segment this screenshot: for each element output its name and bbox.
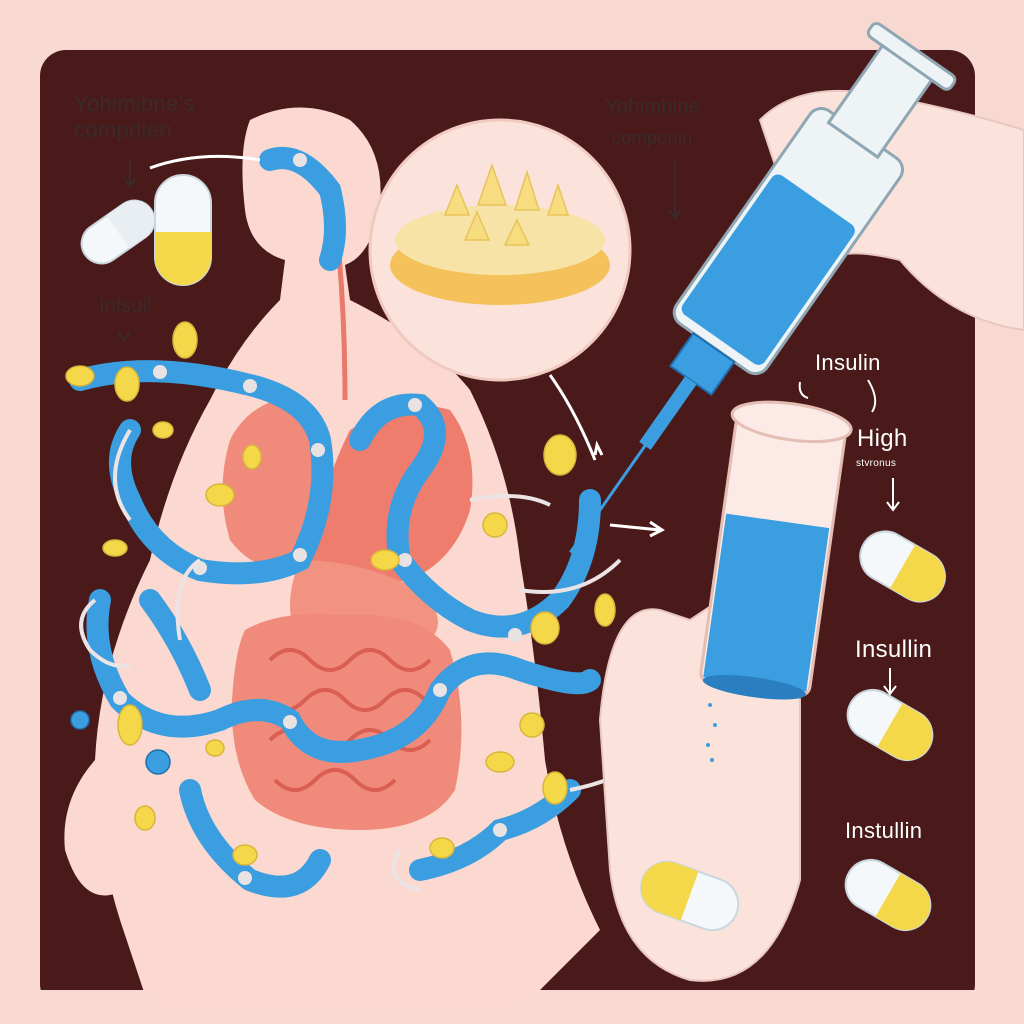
syringe-icon [569, 21, 957, 554]
label-yohimbine-right-line2: compouin [612, 128, 693, 148]
label-yohimbine-left-line1: Yohimibne's [74, 91, 195, 116]
label-insulin-right-2: Insullin [855, 636, 933, 663]
label-high: High [857, 425, 908, 452]
label-insulin-right-3: Instullin [845, 818, 923, 843]
vial-icon [699, 400, 853, 762]
label-yohimbine-left-line2: compdien [74, 117, 172, 142]
chain-links [113, 153, 522, 885]
right-capsules [844, 530, 946, 931]
flow-arrows [149, 154, 665, 538]
label-high-sub: stvronus [856, 458, 897, 469]
right-label-arrows [798, 379, 900, 696]
pastry-icon [368, 118, 632, 382]
label-arrows [117, 158, 682, 342]
label-insulin-right-1: Insulin [815, 350, 881, 375]
capsule-in-hand [640, 860, 740, 932]
left-hand [64, 760, 150, 896]
label-insulin-left: Inlsuil [99, 295, 153, 317]
capsule-icon [80, 174, 212, 286]
label-yohimbine-right-line1: Yohimbine [605, 96, 701, 118]
